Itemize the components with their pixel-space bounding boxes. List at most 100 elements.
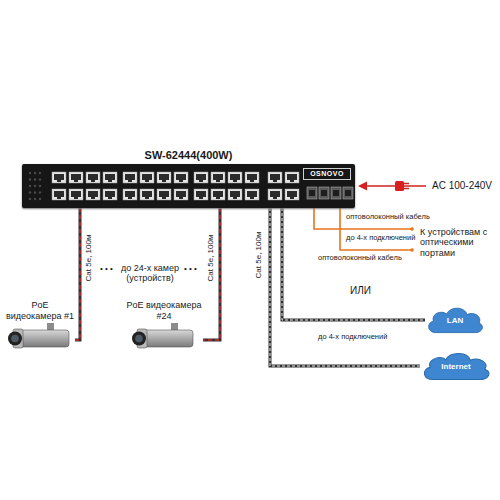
camera-illustration — [125, 322, 203, 356]
power-arrowhead — [358, 182, 367, 191]
fiber-cable-label: оптоволоконный кабель — [318, 254, 402, 263]
vent-hole — [34, 172, 36, 174]
switch-device: SW-62444(400W) OSNOVO — [22, 148, 355, 208]
cloud-label: LAN — [447, 316, 463, 325]
rj45-port — [268, 189, 282, 200]
camera-lens — [8, 332, 22, 346]
fiber-cable-label: оптоволоконный кабель — [346, 213, 430, 222]
rj45-port — [140, 189, 154, 200]
rj45-port — [194, 172, 208, 183]
cable-core — [282, 208, 425, 320]
cable-core — [270, 208, 420, 366]
cable-line — [270, 208, 420, 366]
cable-line — [75, 208, 80, 340]
camera-lens-glass — [11, 335, 19, 343]
rj45-port — [157, 189, 171, 200]
vent-hole — [34, 185, 36, 187]
cable-connector — [75, 208, 80, 340]
rj45-port — [157, 172, 171, 183]
vent-hole — [39, 198, 41, 200]
sfp-slot — [343, 187, 353, 199]
rj45-port — [211, 172, 225, 183]
rj45-port — [86, 172, 100, 183]
rj45-port — [174, 172, 188, 183]
continuation-dots: • • • — [100, 264, 113, 273]
vent-hole — [39, 185, 41, 187]
vent-hole — [29, 198, 31, 200]
cable-core — [75, 208, 80, 340]
vent-hole — [34, 178, 36, 180]
network-cloud: Internet — [420, 350, 492, 382]
cable-spec-label: Cat 5e, 100м — [254, 230, 264, 281]
cable-connector — [203, 208, 220, 340]
brand-logo: OSNOVO — [303, 168, 351, 180]
rj45-port — [268, 172, 282, 183]
vent-hole — [34, 191, 36, 193]
rj45-port — [245, 189, 259, 200]
rj45-port — [140, 172, 154, 183]
camera-body — [19, 330, 69, 347]
camera-count-note: до 24-х камер (устройств) — [117, 263, 183, 284]
cloud-label: Internet — [441, 362, 470, 371]
continuation-dots: • • • — [184, 264, 197, 273]
rj45-port — [245, 172, 259, 183]
camera-lens — [132, 332, 146, 346]
power-input-label: AC 100-240V — [432, 180, 492, 192]
connection-count-label: до 4-х подключений — [346, 234, 415, 243]
camera-label: PoE видеокамера #24 — [125, 300, 203, 322]
rj45-port — [123, 189, 137, 200]
optical-devices-note: К устройствам с оптическими портами — [420, 227, 494, 258]
rj45-port — [285, 189, 299, 200]
rj45-port — [194, 189, 208, 200]
rj45-port — [123, 172, 137, 183]
camera-node: PoE видеокамера #24 — [125, 300, 203, 356]
brand-logo-text: OSNOVO — [304, 169, 350, 179]
rj45-port — [69, 189, 83, 200]
switch-front-panel — [22, 164, 355, 208]
switch-body: OSNOVO — [22, 164, 355, 208]
cable-line — [203, 208, 220, 340]
fiber-end — [410, 248, 414, 252]
vent-hole — [39, 172, 41, 174]
vent-hole — [34, 198, 36, 200]
vent-hole — [29, 172, 31, 174]
camera-label-text: PoE видеокамера #1 — [5, 300, 75, 322]
or-label: ИЛИ — [350, 285, 371, 297]
rj45-port — [103, 189, 117, 200]
network-cloud: LAN — [425, 305, 485, 335]
cable-spec-label: Cat 5e, 100м — [206, 233, 216, 284]
vent-hole — [29, 185, 31, 187]
fiber-end — [410, 227, 414, 231]
rj45-port — [211, 189, 225, 200]
camera-picture — [129, 322, 199, 356]
rj45-port — [52, 172, 66, 183]
sfp-slot — [331, 187, 341, 199]
connection-count-label: до 4-х подключений — [318, 333, 387, 342]
camera-picture — [5, 322, 75, 356]
cable-connector — [282, 208, 425, 320]
cable-connector — [270, 208, 420, 366]
camera-label: PoE видеокамера #1 — [5, 300, 75, 322]
rj45-port — [52, 189, 66, 200]
plug-prongs — [404, 184, 409, 189]
rj45-port — [103, 172, 117, 183]
rj45-port — [69, 172, 83, 183]
vent-hole — [39, 178, 41, 180]
rj45-port — [86, 189, 100, 200]
vent-hole — [39, 191, 41, 193]
vent-hole — [29, 178, 31, 180]
camera-label-text: PoE видеокамера #24 — [125, 300, 203, 322]
vent-hole — [29, 191, 31, 193]
switch-model-title: SW-62444(400W) — [22, 148, 355, 162]
power-plug — [395, 181, 404, 191]
cable-spec-label: Cat 5e, 100м — [84, 233, 94, 284]
camera-illustration — [5, 322, 75, 356]
camera-lens-glass — [135, 335, 143, 343]
cable-line — [282, 208, 425, 320]
sfp-slot — [307, 187, 317, 199]
sfp-slot — [319, 187, 329, 199]
rj45-port — [174, 189, 188, 200]
camera-node: PoE видеокамера #1 — [5, 300, 75, 356]
rj45-port — [285, 172, 299, 183]
